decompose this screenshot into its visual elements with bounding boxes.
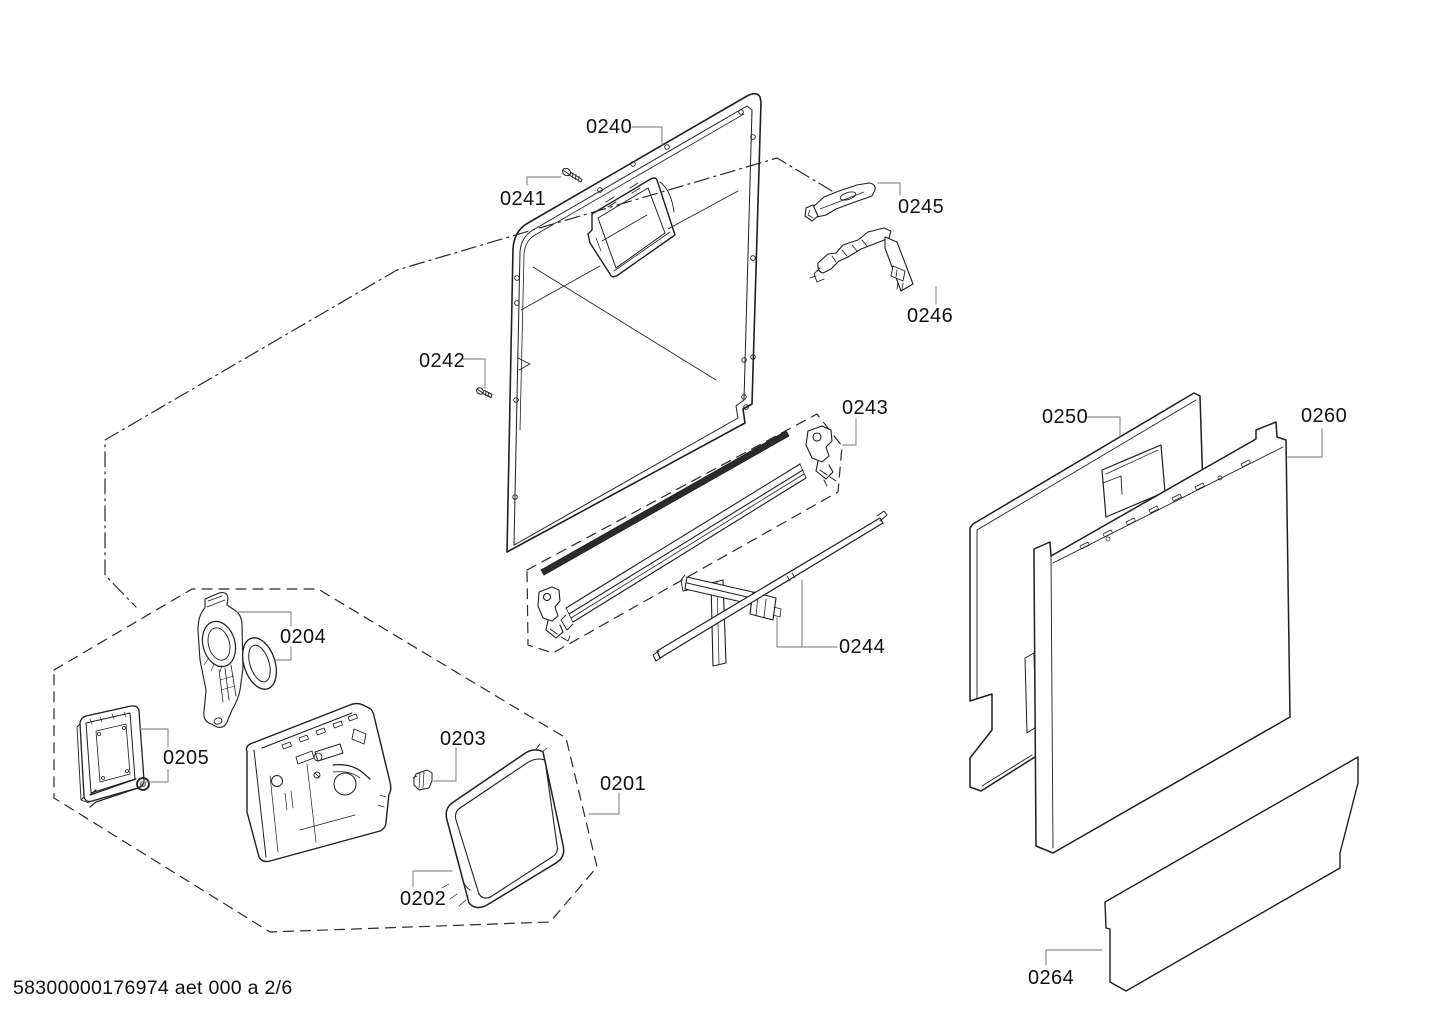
part-label-0260: 0260	[1301, 405, 1348, 427]
spring-0205	[89, 777, 150, 808]
part-label-0203: 0203	[440, 728, 487, 750]
front-door-panel-0260	[1033, 421, 1291, 854]
door-sill-rails	[540, 430, 807, 631]
leader-0240	[631, 126, 663, 146]
part-label-0250: 0250	[1042, 406, 1089, 428]
leader-0264	[1045, 949, 1103, 966]
screw-0241	[562, 167, 583, 183]
adjustment-rod-0244	[652, 510, 888, 667]
document-code: 58300000176974 aet 000 a 2/6	[13, 977, 293, 999]
part-label-0242: 0242	[419, 350, 466, 372]
group-boundary-0243	[526, 413, 843, 654]
part-label-0201: 0201	[600, 773, 647, 795]
leader-0204	[236, 611, 292, 661]
leader-0243	[842, 418, 857, 446]
part-label-0243: 0243	[842, 397, 889, 419]
hinge-bracket-right-0243	[805, 425, 837, 487]
latch-0245	[804, 182, 876, 222]
kick-panel-0264	[1104, 756, 1359, 992]
part-label-0245: 0245	[898, 196, 945, 218]
group-boundary-0201	[53, 588, 598, 933]
leader-0260	[1287, 428, 1323, 458]
funnel-bracket-0204	[197, 592, 244, 728]
leader-0242	[462, 358, 486, 389]
seal-ring-0204	[241, 637, 278, 690]
clip-0203	[412, 769, 433, 791]
part-label-0204: 0204	[280, 626, 327, 648]
part-label-0264: 0264	[1028, 967, 1075, 989]
leader-0241	[526, 176, 562, 186]
hinge-bracket-left-0243	[537, 586, 571, 642]
part-label-0240: 0240	[586, 116, 633, 138]
leader-0244	[776, 579, 838, 648]
hinge-lever-0246	[809, 227, 914, 292]
leader-0203	[433, 747, 457, 782]
part-label-0202: 0202	[400, 888, 447, 910]
gasket-0202	[441, 743, 565, 909]
leader-0201	[588, 792, 620, 815]
dispenser-assembly	[245, 702, 392, 863]
part-label-0246: 0246	[907, 305, 954, 327]
part-label-0205: 0205	[161, 747, 212, 769]
leader-0245	[877, 182, 901, 196]
door-inner-panel-0240	[506, 92, 762, 553]
part-label-0241: 0241	[500, 188, 547, 210]
screw-0242	[476, 387, 493, 398]
construction-line	[104, 157, 833, 608]
cover-plate-0205	[76, 705, 145, 804]
leader-0250	[1086, 416, 1121, 437]
leader-0202	[412, 870, 453, 888]
part-label-0244: 0244	[839, 636, 886, 658]
